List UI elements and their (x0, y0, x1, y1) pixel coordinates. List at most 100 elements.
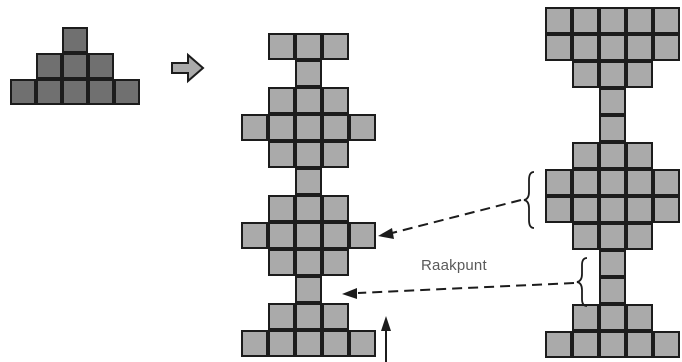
arrow-head (342, 288, 357, 299)
grid-cell (572, 61, 599, 88)
grid-cell (295, 141, 322, 168)
grid-cell (268, 195, 295, 222)
grid-cell (572, 304, 599, 331)
grid-cell (599, 34, 626, 61)
grid-cell (572, 169, 599, 196)
grid-cell (295, 303, 322, 330)
grid-cell (626, 34, 653, 61)
grid-cell (295, 195, 322, 222)
grid-cell (545, 196, 572, 223)
grid-cell (626, 223, 653, 250)
grid-cell (241, 330, 268, 357)
grid-cell (268, 222, 295, 249)
grid-cell (268, 249, 295, 276)
grid-cell (62, 27, 88, 53)
grid-cell (599, 142, 626, 169)
grid-cell (10, 79, 36, 105)
grid-cell (626, 61, 653, 88)
grid-cell (545, 34, 572, 61)
brace (523, 171, 535, 229)
right-arrow-icon (171, 52, 205, 84)
grid-cell (322, 114, 349, 141)
grid-cell (322, 303, 349, 330)
grid-cell (572, 34, 599, 61)
grid-cell (599, 7, 626, 34)
grid-cell (349, 330, 376, 357)
grid-cell (626, 331, 653, 358)
grid-cell (322, 330, 349, 357)
grid-cell (295, 114, 322, 141)
grid-cell (322, 33, 349, 60)
grid-cell (295, 60, 322, 87)
grid-cell (241, 222, 268, 249)
grid-cell (653, 169, 680, 196)
arrow-head (378, 228, 394, 239)
grid-cell (268, 303, 295, 330)
grid-cell (653, 196, 680, 223)
grid-cell (626, 7, 653, 34)
grid-cell (295, 276, 322, 303)
grid-cell (599, 250, 626, 277)
grid-cell (268, 114, 295, 141)
grid-cell (114, 79, 140, 105)
grid-cell (599, 277, 626, 304)
grid-cell (599, 304, 626, 331)
grid-cell (88, 79, 114, 105)
small-pyramid (10, 27, 140, 105)
grid-cell (626, 304, 653, 331)
grid-cell (545, 331, 572, 358)
grid-cell (88, 53, 114, 79)
grid-cell (653, 34, 680, 61)
grid-cell (572, 223, 599, 250)
grid-cell (268, 87, 295, 114)
grid-cell (545, 169, 572, 196)
grid-cell (599, 115, 626, 142)
right-tower (545, 7, 680, 358)
grid-cell (295, 330, 322, 357)
grid-cell (322, 141, 349, 168)
grid-cell (599, 331, 626, 358)
grid-cell (322, 222, 349, 249)
dashed-arrow-line (357, 282, 575, 294)
middle-tower (241, 33, 376, 357)
up-arrow-icon (381, 316, 391, 362)
grid-cell (268, 330, 295, 357)
grid-cell (295, 168, 322, 195)
grid-cell (599, 223, 626, 250)
grid-cell (295, 249, 322, 276)
grid-cell (62, 79, 88, 105)
grid-cell (653, 7, 680, 34)
grid-cell (653, 331, 680, 358)
grid-cell (295, 87, 322, 114)
pointer-arrows (342, 199, 575, 299)
grid-cell (349, 114, 376, 141)
grid-cell (295, 33, 322, 60)
grid-cell (626, 142, 653, 169)
grid-cell (322, 87, 349, 114)
grid-cell (626, 196, 653, 223)
grid-cell (268, 141, 295, 168)
dashed-arrow-line (391, 199, 522, 234)
grid-cell (599, 196, 626, 223)
grid-cell (36, 79, 62, 105)
grid-cell (295, 222, 322, 249)
grid-cell (572, 196, 599, 223)
raakpunt-label: Raakpunt (421, 257, 487, 274)
grid-cell (62, 53, 88, 79)
brace-group (523, 171, 588, 307)
grid-cell (322, 249, 349, 276)
grid-cell (599, 61, 626, 88)
grid-cell (268, 33, 295, 60)
grid-cell (572, 7, 599, 34)
grid-cell (545, 7, 572, 34)
grid-cell (572, 331, 599, 358)
grid-cell (349, 222, 376, 249)
grid-cell (572, 142, 599, 169)
grid-cell (241, 114, 268, 141)
grid-cell (36, 53, 62, 79)
grid-cell (626, 169, 653, 196)
grid-cell (322, 195, 349, 222)
grid-cell (599, 88, 626, 115)
